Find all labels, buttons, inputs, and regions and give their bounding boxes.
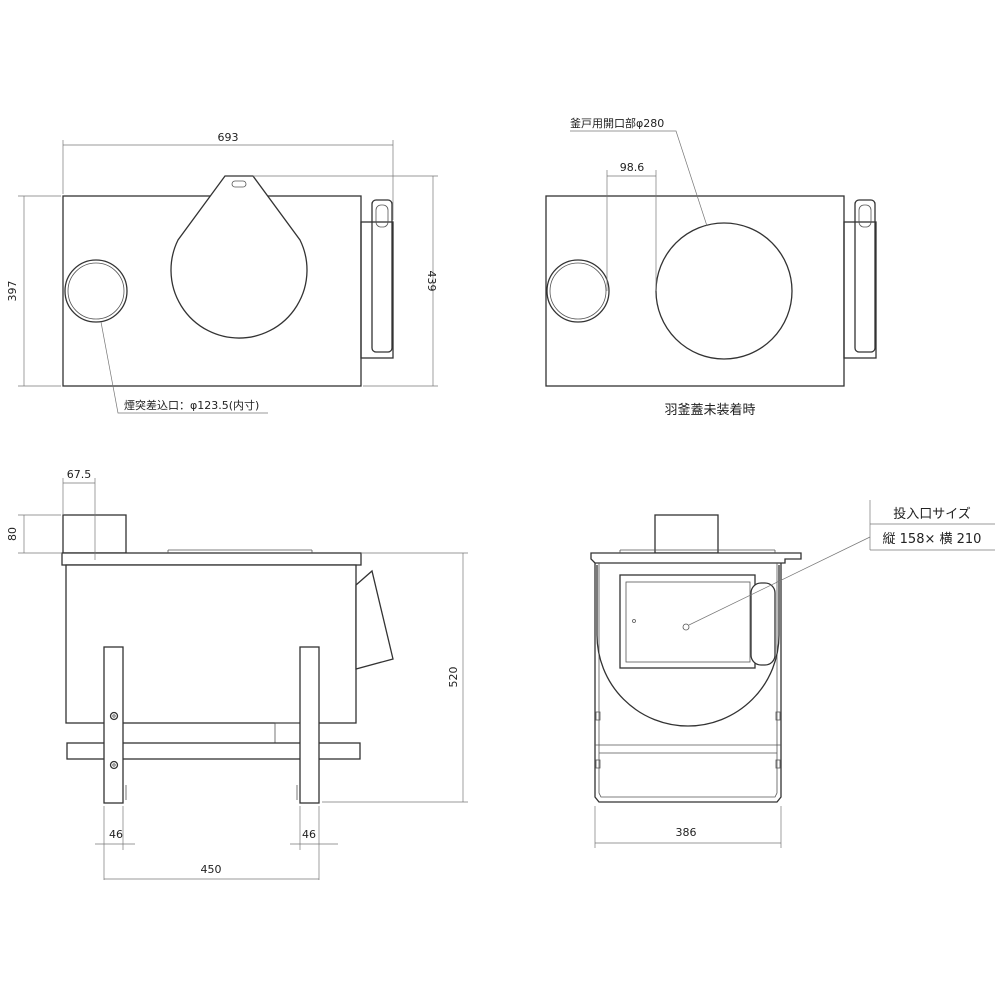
bolt-lower [109, 760, 119, 770]
dim-label-46-right: 46 [302, 828, 316, 841]
teardrop-cover [170, 175, 308, 339]
bolt-lower-center [112, 763, 116, 767]
side-crossbar [66, 742, 361, 760]
side-chimney [62, 514, 127, 554]
front-clip-upper-right [775, 711, 781, 721]
top-view-open-body [545, 195, 845, 387]
opening-title: 投入口サイズ [893, 506, 971, 522]
dim-label-46-left: 46 [109, 828, 123, 841]
chimney-note-leader [100, 321, 268, 414]
side-inner-step [274, 722, 301, 744]
side-tilted-handle [355, 569, 394, 670]
top-view-handle-slot [375, 204, 389, 228]
cover-grip-slot [231, 180, 247, 188]
side-leg-right [299, 646, 320, 804]
dim-label-397: 397 [6, 281, 19, 302]
dim-label-67-5: 67.5 [67, 468, 92, 481]
front-feed-door [619, 574, 756, 669]
chimney-hole [64, 259, 128, 323]
top-view-side-handle-frame [360, 221, 394, 359]
bolt-upper-center [112, 714, 116, 718]
dim-label-520: 520 [447, 667, 460, 688]
front-clip-lower-right [775, 759, 781, 769]
dim-label-693: 693 [218, 131, 239, 144]
door-center-mark [682, 623, 690, 631]
open-view-caption: 羽釜蓋未装着時 [664, 402, 755, 418]
front-clip-upper-left [595, 711, 601, 721]
chimney-hole-inner [67, 262, 125, 320]
opening-note: 釜戸用開口部φ280 [570, 116, 664, 130]
open-chimney-hole-inner [549, 262, 607, 320]
front-chimney [654, 514, 719, 554]
dim-label-450: 450 [201, 863, 222, 876]
dim-label-80: 80 [6, 527, 19, 541]
front-clip-lower-left [595, 759, 601, 769]
opening-size: 縦 158× 横 210 [883, 532, 982, 547]
side-leg-left [103, 646, 124, 804]
chimney-note: 煙突差込口：φ123.5(内寸) [124, 398, 259, 412]
dim-label-439: 439 [425, 271, 438, 292]
front-round-body [596, 565, 780, 727]
top-view-open-handle [854, 199, 876, 353]
front-stand-frame-inner [598, 563, 778, 798]
side-top-plate [61, 552, 362, 566]
top-view-open: 98.6 釜戸用開口部φ280 羽釜蓋未装着時 [545, 116, 877, 418]
opening-note-leader [570, 130, 708, 227]
top-view-open-handle-slot [858, 204, 872, 228]
opening-callout-leader [688, 536, 871, 626]
top-view-open-handle-frame [843, 221, 877, 359]
dim-label-98-6: 98.6 [620, 161, 645, 174]
front-feed-door-inner [625, 581, 751, 663]
front-top-plate [590, 552, 802, 564]
front-view: 投入口サイズ 縦 158× 横 210 386 [590, 500, 995, 848]
front-door-handle [750, 582, 776, 666]
front-stand-frame [594, 563, 782, 803]
open-chimney-hole [546, 259, 610, 323]
side-view: 67.5 80 520 46 46 450 [6, 468, 468, 880]
top-view-side-handle [371, 199, 393, 353]
bolt-upper [109, 711, 119, 721]
top-view: 693 397 439 煙突差込口：φ123.5(内寸) [6, 131, 438, 414]
dim-label-386: 386 [676, 826, 697, 839]
door-knob-dot [632, 619, 636, 623]
